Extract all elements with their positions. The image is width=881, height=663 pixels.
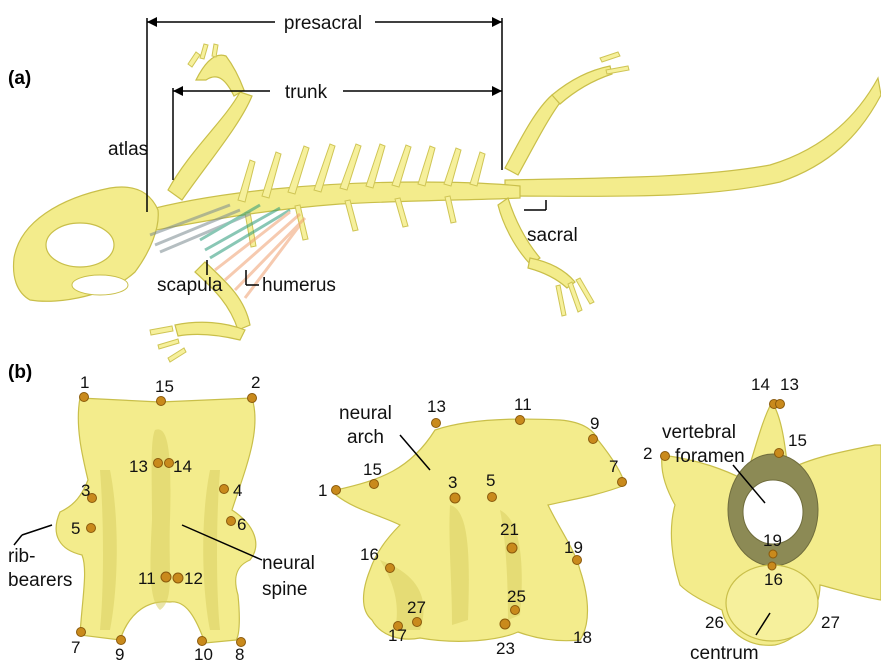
sacral-label: sacral xyxy=(527,225,578,246)
lateral-lm-17: 17 xyxy=(388,626,407,645)
lateral-lm-15: 15 xyxy=(363,460,382,479)
dorsal-lm-15: 15 xyxy=(155,377,174,396)
dorsal-lm-10: 10 xyxy=(194,645,213,663)
anterior-lm-2: 2 xyxy=(643,444,652,463)
anterior-lm-16: 16 xyxy=(764,570,783,589)
panel-b-label: (b) xyxy=(8,362,32,383)
lateral-lm-23: 23 xyxy=(496,639,515,658)
dorsal-lm-1: 1 xyxy=(80,373,89,392)
dorsal-lm-5: 5 xyxy=(71,519,80,538)
lateral-lm-9: 9 xyxy=(590,414,599,433)
vertebral-foramen-label-2: foramen xyxy=(675,446,745,467)
centrum-label: centrum xyxy=(690,643,759,663)
anterior-lm-15: 15 xyxy=(788,431,807,450)
dorsal-lm-11: 11 xyxy=(138,569,156,588)
lateral-lm-21: 21 xyxy=(500,520,519,539)
neural-spine-label-1: neural xyxy=(262,553,315,574)
dorsal-lm-4: 4 xyxy=(233,481,242,500)
neural-arch-label-2: arch xyxy=(347,427,384,448)
vertebra-dorsal-view xyxy=(56,398,256,643)
lateral-lm-18: 18 xyxy=(573,628,592,647)
anterior-lm-27: 27 xyxy=(821,613,840,632)
panel-a-label: (a) xyxy=(8,68,31,89)
dorsal-lm-12: 12 xyxy=(184,569,203,588)
rib-bearers-label-2: bearers xyxy=(8,570,72,591)
anterior-lm-19: 19 xyxy=(763,531,782,550)
lateral-lm-16: 16 xyxy=(360,545,379,564)
presacral-label: presacral xyxy=(284,13,362,34)
lateral-lm-11: 11 xyxy=(514,395,532,414)
dorsal-lm-14: 14 xyxy=(173,457,192,476)
dorsal-lm-9: 9 xyxy=(115,645,124,663)
anterior-lm-13: 13 xyxy=(780,375,799,394)
dorsal-lm-3: 3 xyxy=(81,481,90,500)
lateral-lm-3: 3 xyxy=(448,473,457,492)
lateral-lm-5: 5 xyxy=(486,471,495,490)
dorsal-lm-6: 6 xyxy=(237,515,246,534)
dorsal-lm-8: 8 xyxy=(235,645,244,663)
rib-bearers-pointer xyxy=(14,535,22,545)
anterior-lm-14: 14 xyxy=(751,375,770,394)
lateral-lm-25: 25 xyxy=(507,587,526,606)
lateral-lm-27: 27 xyxy=(407,598,426,617)
lateral-lm-19: 19 xyxy=(564,538,583,557)
scapula-label: scapula xyxy=(157,275,223,296)
lateral-lm-1: 1 xyxy=(318,481,327,500)
vertebral-foramen-label-1: vertebral xyxy=(662,422,736,443)
lateral-lm-13: 13 xyxy=(427,397,446,416)
atlas-label: atlas xyxy=(108,139,148,160)
vertebra-lateral-view xyxy=(336,419,625,641)
dorsal-lm-2: 2 xyxy=(251,373,260,392)
lateral-lm-7: 7 xyxy=(609,457,618,476)
neural-spine-label-2: spine xyxy=(262,579,307,600)
neural-arch-label-1: neural xyxy=(339,403,392,424)
trunk-label: trunk xyxy=(285,82,328,103)
rib-bearers-label-1: rib- xyxy=(8,546,35,567)
anterior-lm-26: 26 xyxy=(705,613,724,632)
dorsal-lm-7: 7 xyxy=(71,638,80,657)
dorsal-lm-13: 13 xyxy=(129,457,148,476)
humerus-label: humerus xyxy=(262,275,336,296)
